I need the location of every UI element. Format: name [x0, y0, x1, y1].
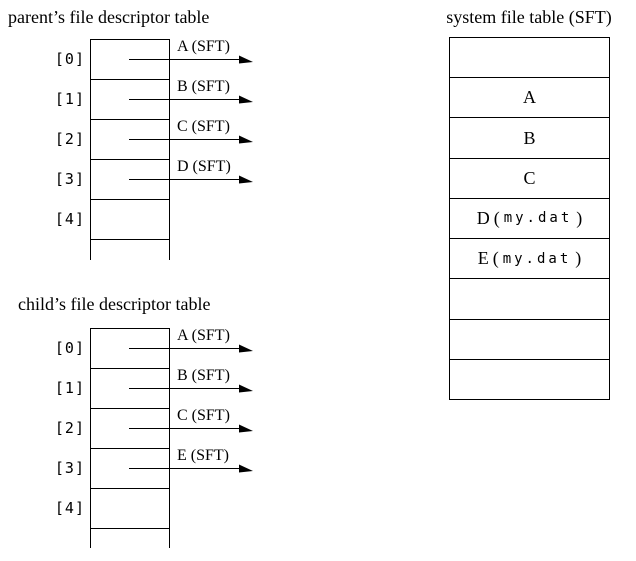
pointer-label: B (SFT)	[177, 78, 230, 95]
sft-row: D(my.dat)	[450, 199, 609, 240]
sft-entry-letter: E	[477, 248, 489, 269]
sft-entry-letter: A	[523, 87, 536, 108]
fd-index-label: [0]	[54, 50, 85, 68]
sft-row: A	[450, 78, 609, 119]
sft-row: B	[450, 118, 609, 159]
sft-row	[450, 38, 609, 79]
sft-paren-close: )	[576, 207, 583, 228]
sft-row: E(my.dat)	[450, 239, 609, 280]
fd-index-label: [3]	[54, 459, 85, 477]
sft-paren-open: (	[492, 248, 499, 269]
fd-cell	[91, 449, 169, 489]
fd-cell	[91, 160, 169, 200]
child-fd-table-open-end	[90, 529, 170, 548]
fd-cell	[91, 120, 169, 160]
sft-row	[450, 279, 609, 320]
fd-cell	[91, 369, 169, 409]
sft-paren-close: )	[575, 248, 582, 269]
fd-cell	[91, 80, 169, 120]
sft-entry-letter: B	[523, 127, 536, 148]
sft-row	[450, 320, 609, 360]
sft-row: C	[450, 159, 609, 199]
sft-row	[450, 360, 609, 399]
sft-entry-filename: my.dat	[503, 210, 573, 227]
sft-paren-open: (	[493, 207, 500, 228]
fd-index-label: [4]	[54, 210, 85, 228]
pointer-label: B (SFT)	[177, 367, 230, 384]
parent-fd-table-open-end	[90, 240, 170, 260]
pointer-arrow-icon	[129, 135, 253, 144]
pointer-label: D (SFT)	[177, 158, 231, 175]
fd-cell	[91, 329, 169, 369]
pointer-arrow-icon	[129, 95, 253, 104]
sft-entry-letter: C	[523, 167, 536, 188]
pointer-label: E (SFT)	[177, 447, 229, 464]
sft-entry-filename: my.dat	[502, 250, 572, 267]
pointer-arrow-icon	[129, 175, 253, 184]
fd-cell	[91, 40, 169, 80]
pointer-label: C (SFT)	[177, 118, 230, 135]
parent-table-title: parent’s file descriptor table	[8, 7, 210, 27]
pointer-label: A (SFT)	[177, 38, 230, 55]
pointer-arrow-icon	[129, 344, 253, 353]
pointer-arrow-icon	[129, 384, 253, 393]
fd-cell	[91, 409, 169, 449]
fd-index-label: [3]	[54, 170, 85, 188]
fd-cell	[91, 200, 169, 239]
child-table-title: child’s file descriptor table	[18, 294, 211, 314]
pointer-label: C (SFT)	[177, 407, 230, 424]
system-file-table: A B C D(my.dat) E(my.dat)	[449, 37, 610, 400]
fd-index-label: [1]	[54, 379, 85, 397]
fd-index-label: [0]	[54, 339, 85, 357]
pointer-arrow-icon	[129, 424, 253, 433]
pointer-arrow-icon	[129, 464, 253, 473]
sft-title: system file table (SFT)	[446, 7, 612, 27]
fd-index-label: [2]	[54, 419, 85, 437]
pointer-arrow-icon	[129, 55, 253, 64]
fd-index-label: [2]	[54, 130, 85, 148]
fd-index-label: [1]	[54, 90, 85, 108]
fd-index-label: [4]	[54, 499, 85, 517]
sft-entry-letter: D	[476, 207, 490, 228]
pointer-label: A (SFT)	[177, 327, 230, 344]
fd-cell	[91, 489, 169, 528]
